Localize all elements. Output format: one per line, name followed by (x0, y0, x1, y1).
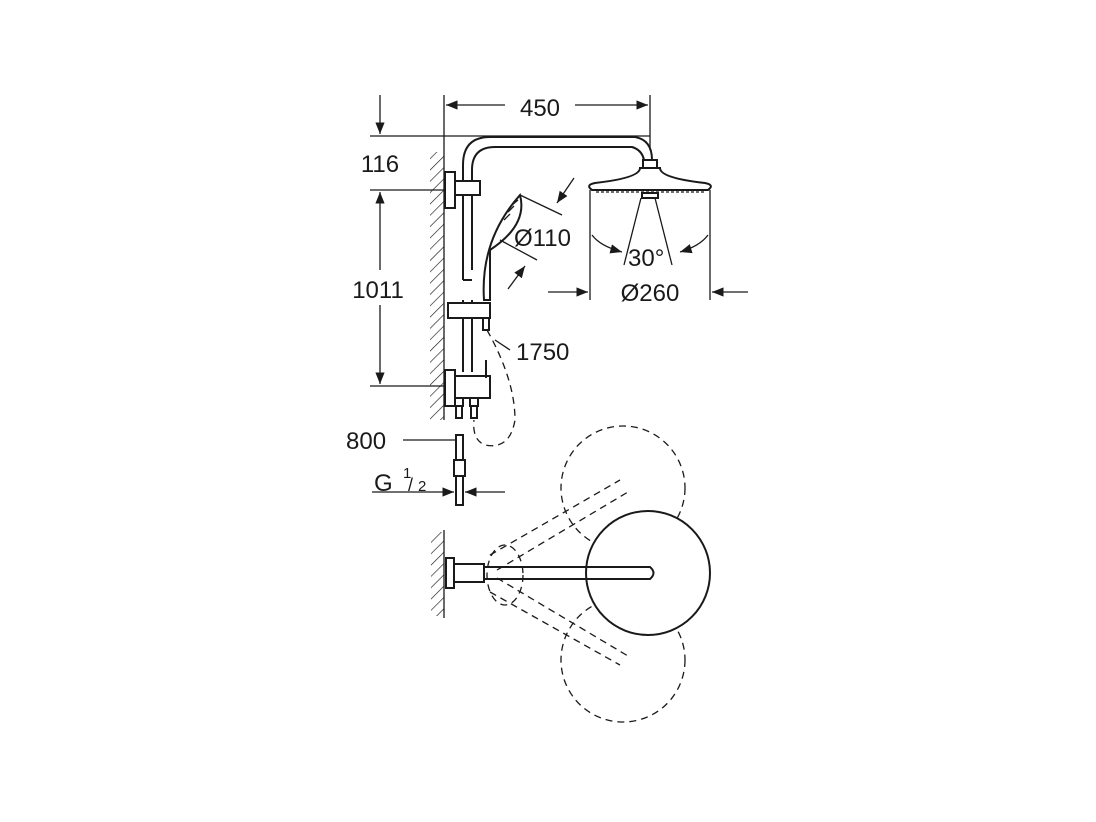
svg-text:G: G (374, 470, 393, 497)
hose (473, 329, 516, 447)
dim-hand-shower-diameter: Ø110 (514, 225, 571, 252)
dim-800: 800 (346, 428, 386, 455)
svg-text:1: 1 (403, 465, 411, 482)
dim-head-angle: 30° (628, 245, 664, 272)
plan-view (431, 425, 711, 723)
dim-thread-size: G 1 / 2 (374, 465, 426, 497)
head-shower-plan (585, 510, 711, 636)
riser-pipe (462, 136, 653, 280)
slider-holder (447, 302, 491, 319)
wall-bracket-bottom (444, 369, 456, 407)
dim-1011: 1011 (352, 277, 404, 304)
dim-head-shower-diameter: Ø260 (621, 280, 680, 307)
wall-hatch-plan (431, 532, 444, 616)
dim-1750: 1750 (516, 339, 569, 366)
shower-arm-plan (484, 566, 655, 580)
wall-hatch (430, 152, 444, 420)
mixer-body (454, 375, 491, 399)
dim-450: 450 (520, 95, 560, 122)
head-shower (588, 167, 712, 191)
svg-text:/: / (408, 475, 413, 495)
wall-bracket-top (444, 171, 456, 209)
svg-text:2: 2 (418, 478, 426, 495)
dim-116: 116 (361, 151, 399, 178)
elevation-view: 450 116 1011 1750 (346, 95, 748, 506)
